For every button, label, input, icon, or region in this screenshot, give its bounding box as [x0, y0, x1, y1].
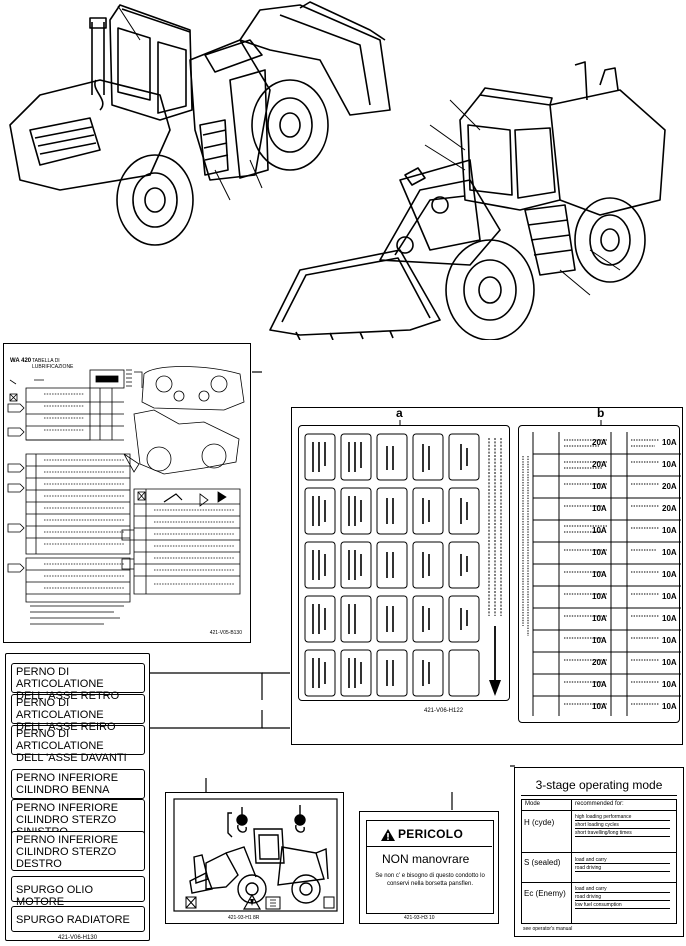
fuse-rating: 10A [592, 504, 607, 513]
lubrication-label-set: PERNO DI ARTICOLATIONE DELL 'ASSE RETRO … [5, 653, 150, 941]
danger-part-number: 421-93-H3 10 [404, 915, 435, 921]
danger-detail: Se non c' e bisogno di questo condotto l… [375, 873, 485, 887]
label-item: PERNO DI ARTICOLATIONE DELL 'ASSE REIRO [11, 694, 145, 733]
operating-mode-title: 3-stage operating mode [535, 778, 663, 792]
fuse-rating: 10A [592, 526, 607, 535]
section-b-label: b [597, 406, 605, 420]
recommended-column-header: recommended for: [575, 801, 624, 807]
pictogram-part-number: 421-93-H1 8R [228, 915, 260, 921]
fuse-rating: 10A [592, 482, 607, 491]
fuse-rating: 10A [662, 680, 677, 689]
fuse-part-number: 421-V06-H122 [424, 708, 464, 714]
warning-triangle-icon [381, 829, 395, 841]
mode-s: S (sealed) [524, 858, 561, 867]
lubrication-part-number: 421-V05-B130 [209, 630, 242, 636]
fuse-rating: 10A [662, 702, 677, 711]
lubrication-subtitle: TABELLA DI LUBRIFICAZIONE [32, 358, 74, 370]
mode-ec-line: road driving [575, 894, 670, 901]
col-divider [571, 799, 572, 924]
danger-message: NON manovrare [382, 852, 470, 866]
fuse-rating: 10A [592, 614, 607, 623]
fuse-box-decal: a b [291, 406, 683, 745]
fuse-grid-drawing [304, 433, 502, 697]
label-item: PERNO INFERIORE CILINDRO STERZO DESTRO [11, 831, 145, 871]
fuse-rating: 20A [592, 438, 607, 447]
mode-s-line: road driving [575, 865, 670, 872]
fuse-rating: 10A [662, 658, 677, 667]
row-divider [521, 882, 677, 883]
labels-part-number: 421-V06-H130 [58, 935, 98, 941]
table-frame [521, 799, 677, 924]
fuse-rating: 10A [662, 592, 677, 601]
fuse-rating: 10A [662, 570, 677, 579]
mode-s-line: load and carry [575, 857, 670, 864]
operating-mode-footer: see operator's manual [523, 926, 573, 932]
warning-pictogram-decal: 421-93-H1 8R [165, 792, 344, 924]
fuse-rating: 10A [592, 592, 607, 601]
title-rule [521, 795, 677, 796]
mode-h-line: high loading performance [575, 814, 670, 821]
loader-rear-view-illustration [9, 1, 666, 340]
fuse-rating: 10A [592, 702, 607, 711]
label-item: SPURGO OLIO MOTORE [11, 876, 145, 908]
operating-mode-decal: 3-stage operating mode Mode recommended … [514, 767, 684, 937]
mode-column-header: Mode [525, 801, 541, 807]
fuse-rating: 20A [662, 482, 677, 491]
mode-h-line: short loading cycles [575, 822, 670, 829]
fuse-rating: 10A [662, 438, 677, 447]
section-a-label: a [396, 406, 403, 420]
danger-decal: PERICOLO NON manovrare Se non c' e bisog… [359, 811, 499, 924]
fuse-rating: 10A [662, 636, 677, 645]
fuse-rating: 10A [662, 460, 677, 469]
fuse-rating: 10A [662, 526, 677, 535]
fuse-table-section-b: 20A 10A 20A 10A 10A 20A 10A 20A 10A 10A … [518, 425, 681, 723]
danger-rule [366, 846, 492, 847]
mode-h: H (cyde) [524, 818, 555, 827]
lubrication-chart-drawing [7, 366, 245, 625]
fuse-grid-section-a [298, 425, 510, 701]
fuse-rating: 20A [592, 658, 607, 667]
label-item: PERNO DI ARTICOLATIONE DELL 'ASSE DAVANT… [11, 725, 145, 764]
label-item: SPURGO RADIATORE [11, 906, 145, 932]
fuse-rating: 10A [592, 548, 607, 557]
fuse-rating: 10A [592, 570, 607, 579]
pictogram-drawing [173, 798, 338, 912]
label-item: PERNO INFERIORE CILINDRO BENNA [11, 769, 145, 799]
fuse-table-drawing [522, 432, 681, 716]
mode-h-line: short travelling/long times [575, 830, 670, 837]
row-divider [521, 852, 677, 853]
fuse-rating: 10A [592, 636, 607, 645]
mode-ec-line: low fuel consumption [575, 902, 670, 909]
fuse-rating: 10A [662, 614, 677, 623]
lubrication-model-title: WA 420 [10, 358, 32, 364]
fuse-rating: 20A [662, 504, 677, 513]
label-item: PERNO DI ARTICOLATIONE DELL 'ASSE RETRO [11, 663, 145, 702]
row-divider [521, 810, 677, 811]
danger-title: PERICOLO [398, 827, 464, 841]
fuse-rating: 10A [592, 680, 607, 689]
fuse-rating: 10A [662, 548, 677, 557]
fuse-rating: 20A [592, 460, 607, 469]
lubrication-chart-decal: WA 420 TABELLA DI LUBRIFICAZIONE [3, 343, 251, 643]
danger-inner-frame [366, 820, 494, 914]
mode-ec-line: load and carry [575, 886, 670, 893]
mode-ec: Ec (Enemy) [524, 889, 566, 898]
